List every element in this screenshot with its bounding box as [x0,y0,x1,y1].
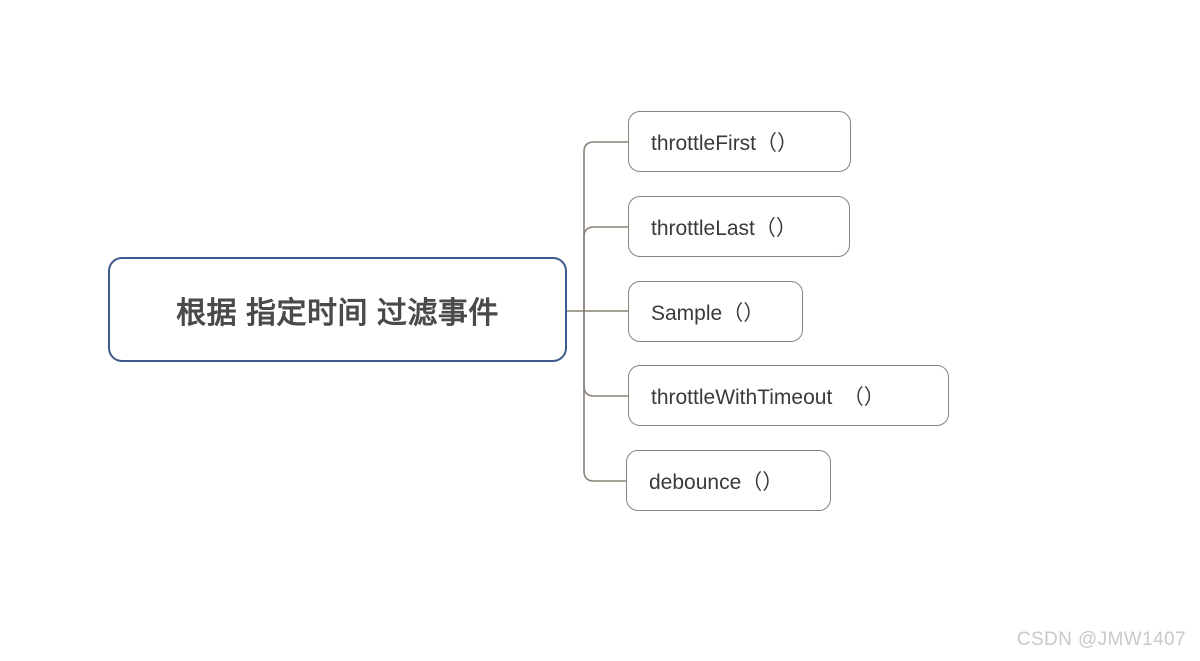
child-node-label: throttleLast（） [651,216,797,240]
child-node-label: Sample（） [651,301,765,325]
root-node-label: 根据 指定时间 过滤事件 [176,296,499,330]
child-node-label: throttleWithTimeout （） [651,385,885,409]
mindmap-child-node-throttlewithtimeout[interactable]: throttleWithTimeout （） [628,365,949,426]
mindmap-child-node-sample[interactable]: Sample（） [628,281,803,342]
connector-branch-1 [583,141,629,312]
csdn-watermark: CSDN @JMW1407 [1016,629,1186,650]
mindmap-root-node[interactable]: 根据 指定时间 过滤事件 [108,257,567,362]
child-node-label: throttleFirst（） [651,131,799,155]
child-node-label: debounce（） [649,470,784,494]
connector-branch-5 [583,310,627,482]
connector-branch-2 [583,226,629,312]
mindmap-child-node-debounce[interactable]: debounce（） [626,450,831,511]
mindmap-child-node-throttlefirst[interactable]: throttleFirst（） [628,111,851,172]
mindmap-child-node-throttlelast[interactable]: throttleLast（） [628,196,850,257]
connector-branch-4 [583,310,629,397]
